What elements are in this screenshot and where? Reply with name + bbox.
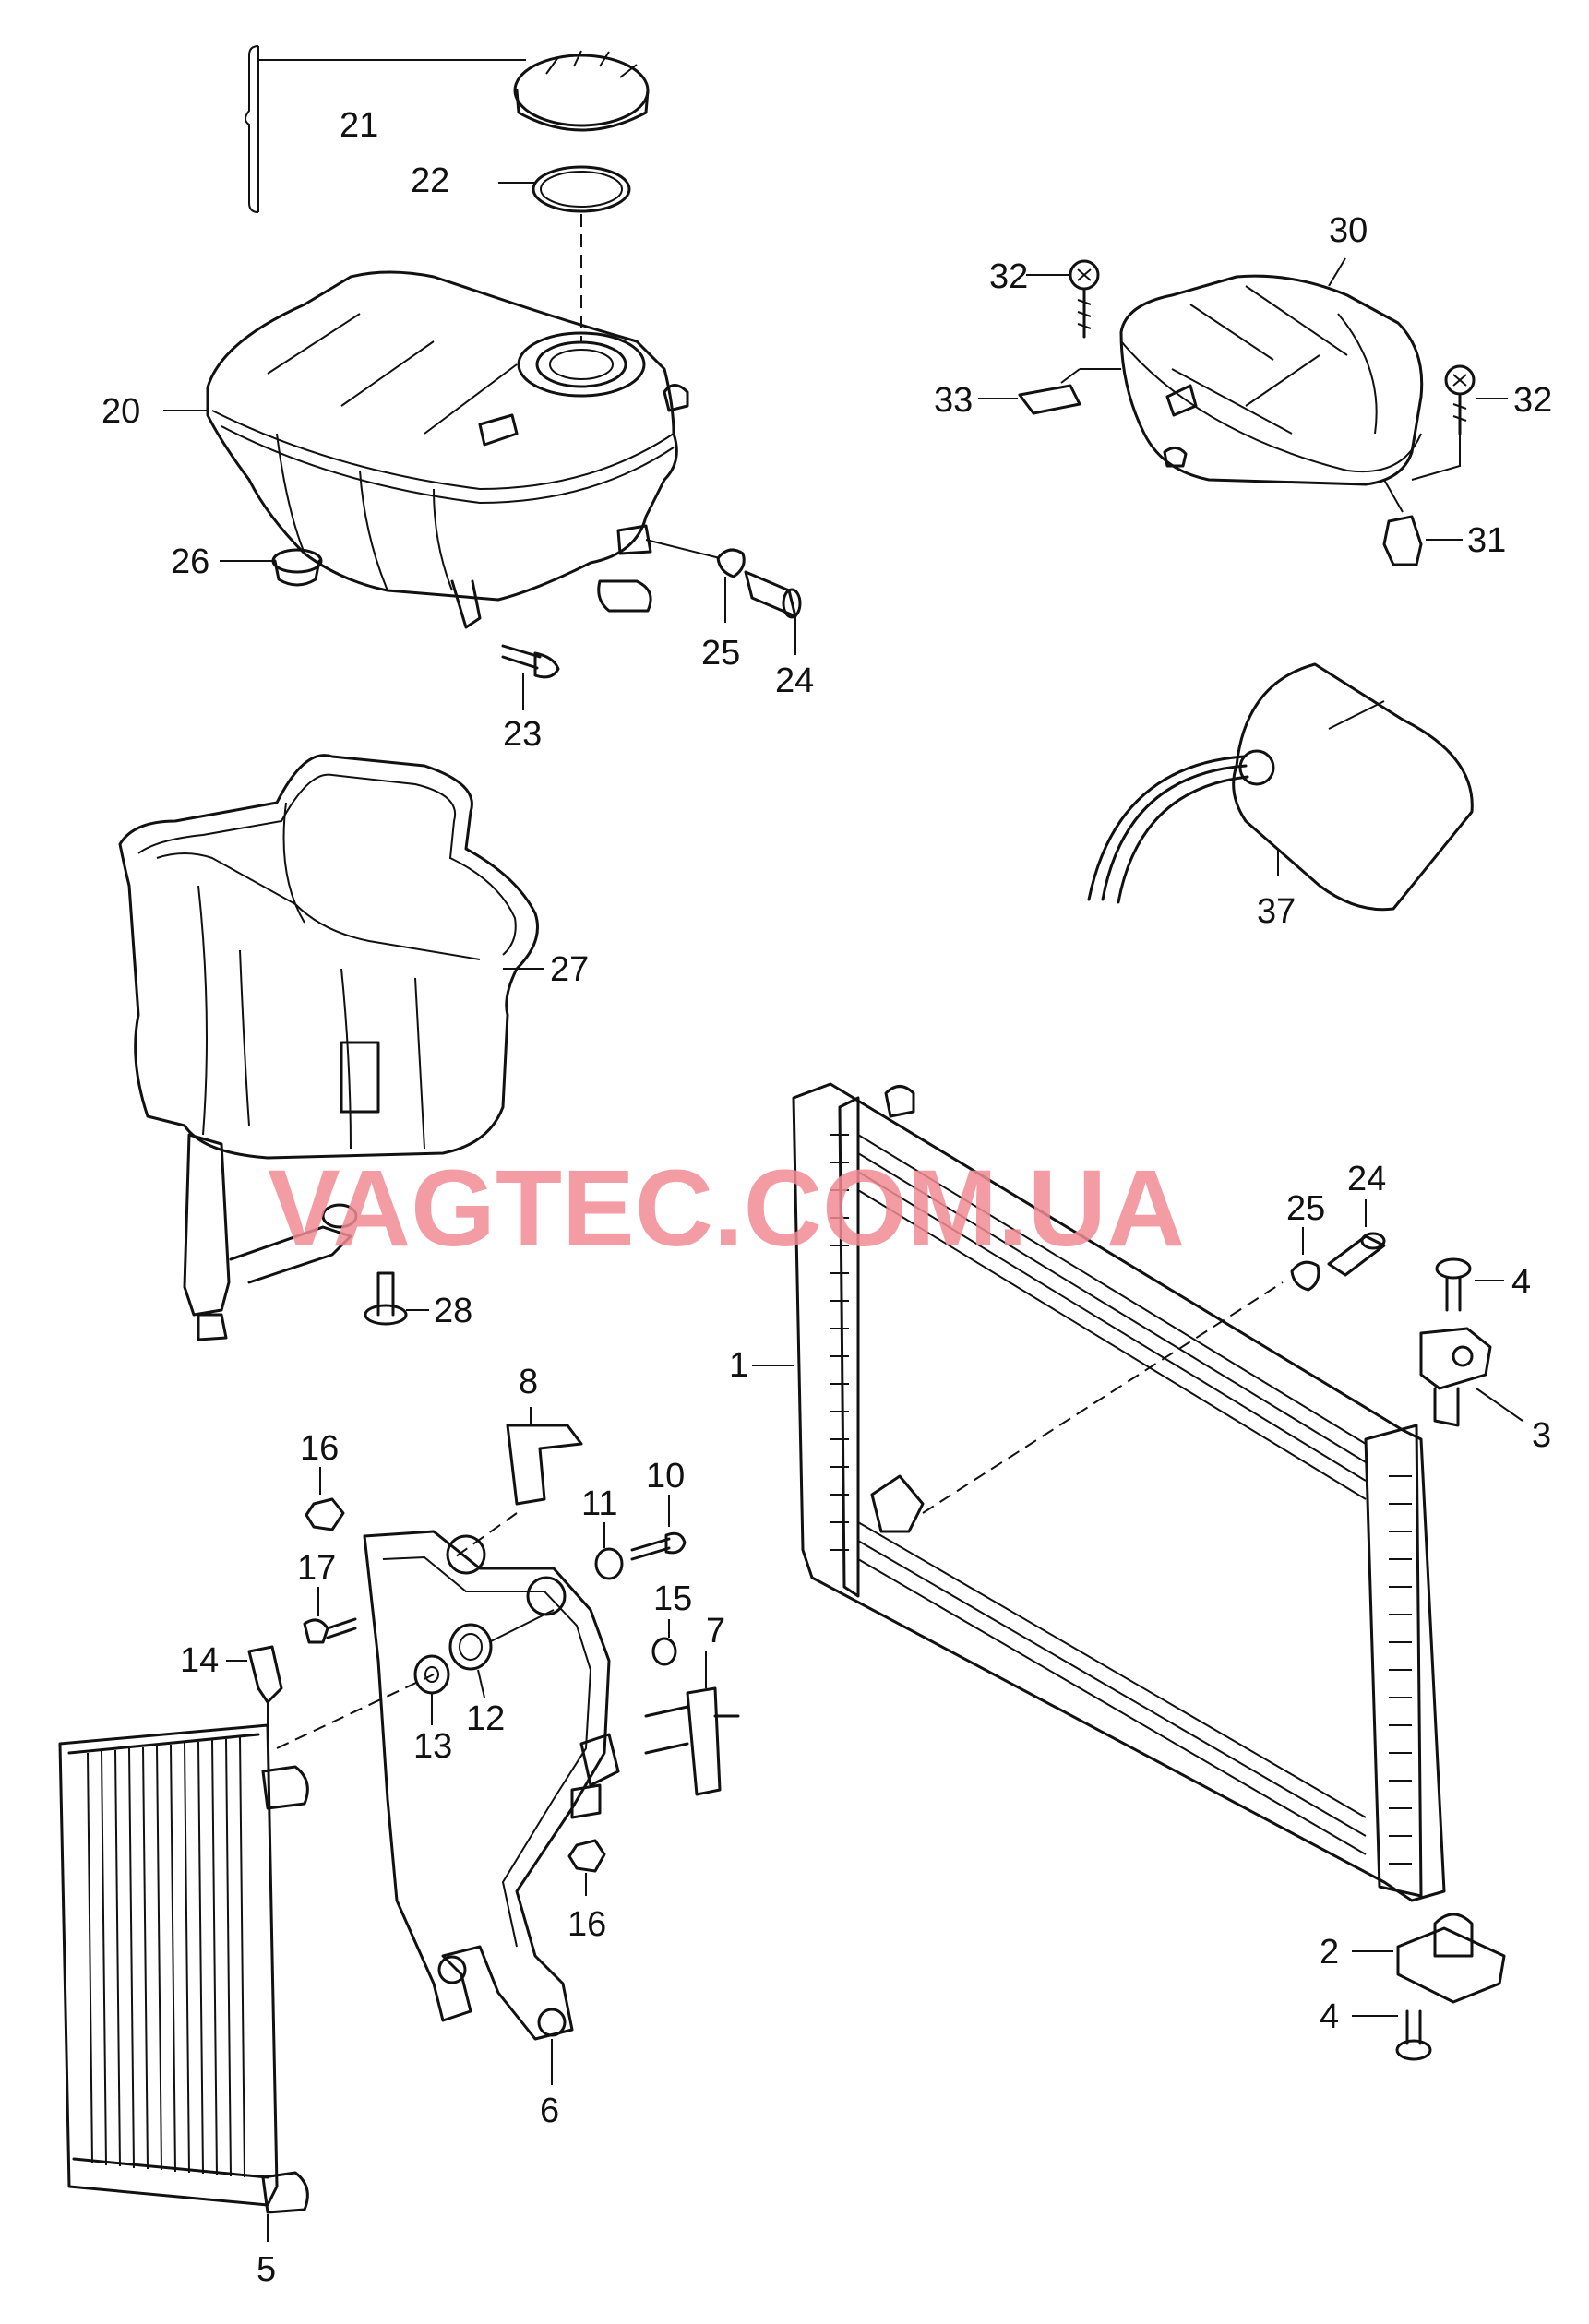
- seal-ring-22: [532, 165, 631, 213]
- bolt-4-upper: [1435, 1257, 1504, 1312]
- expansion-tank-group: [163, 45, 802, 710]
- callout-17: 17: [297, 1549, 336, 1588]
- callout-14: 14: [180, 1641, 219, 1680]
- callout-16a: 16: [300, 1429, 339, 1468]
- callout-22: 22: [411, 161, 449, 200]
- screw-32-right: [1444, 364, 1476, 435]
- screw-32-left: [1069, 259, 1100, 339]
- watermark: VAGTEC.COM.UA: [268, 1148, 1185, 1269]
- callout-25b: 25: [1286, 1189, 1325, 1228]
- bolt-10: [630, 1495, 687, 1561]
- hose-24: [744, 570, 802, 619]
- nut-15: [651, 1619, 677, 1666]
- bushing-11: [594, 1522, 624, 1580]
- callout-1: 1: [729, 1346, 748, 1385]
- clip-14: [226, 1645, 283, 1725]
- bolt-4-lower: [1352, 2009, 1432, 2061]
- nut-16-lower: [568, 1839, 606, 1896]
- reservoir-housing-27: [118, 754, 544, 1341]
- callout-24a: 24: [775, 661, 814, 700]
- callout-4b: 4: [1320, 1997, 1339, 2036]
- callout-32b: 32: [1513, 381, 1552, 420]
- callout-3: 3: [1532, 1416, 1551, 1455]
- mount-2: [1352, 1913, 1506, 2004]
- callout-21: 21: [340, 106, 378, 145]
- callout-33: 33: [934, 381, 973, 420]
- callout-30: 30: [1329, 211, 1368, 250]
- callout-26: 26: [171, 542, 209, 581]
- callout-6: 6: [540, 2092, 559, 2130]
- main-radiator-1: [752, 1082, 1446, 1902]
- bolt-28: [364, 1271, 429, 1326]
- callout-12: 12: [466, 1699, 505, 1738]
- callout-5: 5: [257, 2250, 276, 2289]
- plug-26: [271, 548, 323, 587]
- callout-27: 27: [550, 950, 589, 989]
- callout-32a: 32: [989, 257, 1028, 296]
- bracket-7: [644, 1651, 740, 1796]
- callout-7: 7: [706, 1612, 725, 1651]
- callout-15: 15: [653, 1579, 692, 1618]
- hose-24-lower: [1327, 1199, 1386, 1277]
- bolt-23: [501, 644, 560, 679]
- callout-31: 31: [1467, 521, 1506, 560]
- callout-23: 23: [503, 715, 542, 754]
- nut-31: [1382, 515, 1423, 566]
- callout-24b: 24: [1347, 1160, 1386, 1198]
- bracket-6: [363, 1530, 620, 2085]
- auxiliary-radiator-5: [58, 1723, 309, 2242]
- temperature-sender-37: [1087, 662, 1474, 912]
- washer-13: [413, 1654, 450, 1725]
- grommet-12: [448, 1623, 493, 1698]
- callout-13: 13: [413, 1727, 452, 1766]
- hose-clamp-25: [645, 539, 746, 578]
- coolant-reservoir-20: [206, 270, 689, 629]
- hose-clamp-25-lower: [1290, 1227, 1320, 1292]
- nut-16-upper: [305, 1467, 345, 1531]
- callout-11: 11: [581, 1484, 617, 1523]
- callout-2: 2: [1320, 1933, 1339, 1972]
- callout-4a: 4: [1511, 1263, 1531, 1302]
- reservoir-30-group: [978, 257, 1508, 566]
- callout-10: 10: [646, 1457, 685, 1496]
- callout-28: 28: [434, 1292, 472, 1330]
- callout-16b: 16: [568, 1905, 606, 1944]
- callout-8: 8: [519, 1363, 538, 1401]
- bracket-8: [451, 1407, 583, 1560]
- clip-33: [1018, 384, 1081, 415]
- bolt-17: [303, 1587, 357, 1644]
- callout-37: 37: [1257, 892, 1296, 931]
- filler-cap-21: [513, 50, 650, 132]
- mount-bracket-3: [1419, 1327, 1523, 1427]
- callout-20: 20: [102, 392, 140, 431]
- callout-25a: 25: [701, 634, 740, 673]
